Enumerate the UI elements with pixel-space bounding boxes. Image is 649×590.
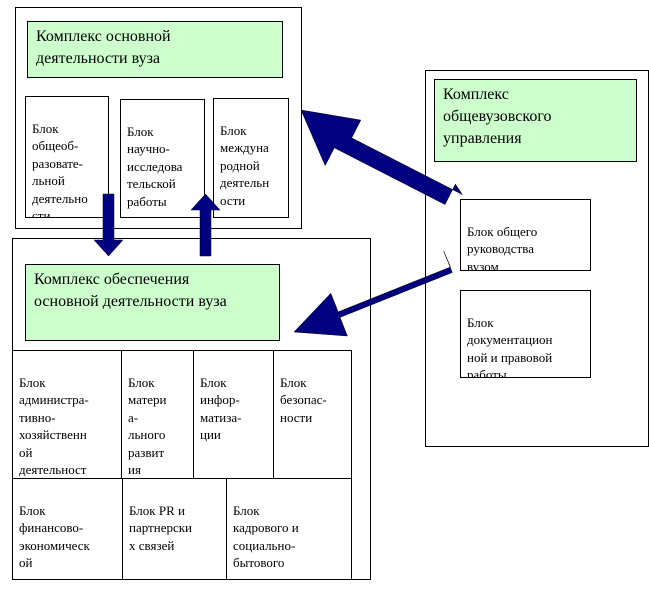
main-activity-title-text: Комплекс основной деятельности вуза xyxy=(36,28,171,67)
block-research: Блок научно- исследова тельской работы xyxy=(120,99,205,218)
block-international: Блок междуна родной деятельн ости xyxy=(213,98,289,218)
block-administrative-label: Блок администра- тивно- хозяйственн ой д… xyxy=(19,374,89,478)
block-general-education-label: Блок общеоб- разовате- льной деятельно с… xyxy=(32,120,88,218)
block-documentation-legal-label: Блок документацион ной и правовой работы xyxy=(467,314,553,378)
support-title-text: Комплекс обеспечения основной деятельнос… xyxy=(34,271,227,310)
arrow-up-support-to-main xyxy=(190,193,221,257)
block-financial-economic-label: Блок финансово- экономическ ой деятельно… xyxy=(19,502,90,580)
block-general-leadership-label: Блок общего руководства вузом xyxy=(467,223,538,271)
management-complex-title: Комплекс общевузовского управления xyxy=(434,79,637,162)
block-documentation-legal: Блок документацион ной и правовой работы xyxy=(460,290,591,378)
block-administrative: Блок администра- тивно- хозяйственн ой д… xyxy=(12,350,122,479)
block-pr-partnership-label: Блок PR и партнерски х связей xyxy=(129,502,193,553)
block-international-label: Блок междуна родной деятельн ости xyxy=(220,122,270,208)
block-security-label: Блок безопас- ности xyxy=(280,374,327,425)
block-general-leadership: Блок общего руководства вузом xyxy=(460,199,591,271)
support-complex-title: Комплекс обеспечения основной деятельнос… xyxy=(25,264,280,341)
main-activity-complex-title: Комплекс основной деятельности вуза xyxy=(27,21,283,78)
block-research-label: Блок научно- исследова тельской работы xyxy=(127,123,183,209)
arrow-down-main-to-support xyxy=(93,193,124,257)
arrow-management-to-main xyxy=(300,109,464,205)
block-personnel-social: Блок кадрового и социально- бытового раз… xyxy=(226,478,352,580)
block-pr-partnership: Блок PR и партнерски х связей xyxy=(122,478,227,580)
arrow-management-to-support xyxy=(293,250,453,337)
block-general-education: Блок общеоб- разовате- льной деятельно с… xyxy=(25,96,109,218)
block-personnel-social-label: Блок кадрового и социально- бытового раз… xyxy=(233,502,299,580)
block-informatization-label: Блок инфор- матиза- ции xyxy=(200,374,242,443)
block-material-development-label: Блок матери а- льного развит ия xyxy=(128,374,167,478)
block-financial-economic: Блок финансово- экономическ ой деятельно… xyxy=(12,478,123,580)
management-title-text: Комплекс общевузовского управления xyxy=(443,86,552,147)
block-informatization: Блок инфор- матиза- ции xyxy=(193,350,274,479)
